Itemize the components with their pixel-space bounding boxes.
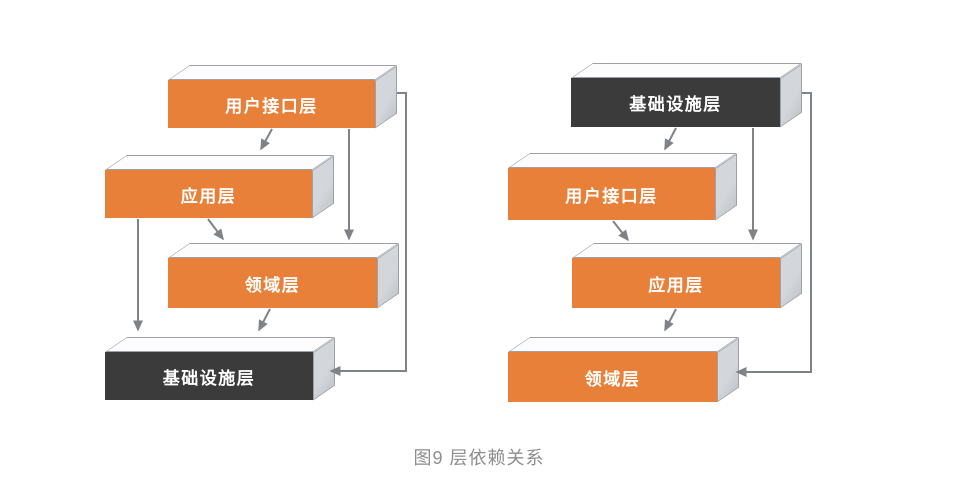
box-top-face — [105, 337, 335, 352]
box-label: 领域层 — [244, 275, 301, 295]
box-front-face: 领域层 — [168, 258, 377, 308]
box-top-face — [572, 243, 802, 258]
right-box-domain-layer: 领域层 — [508, 336, 739, 403]
box-top-face — [508, 337, 739, 352]
box-label: 领域层 — [584, 369, 641, 389]
box-top-face — [571, 63, 802, 78]
arrow-left-user-interface-to-application — [260, 128, 273, 151]
left-box-user-interface-layer: 用户接口层 — [168, 64, 397, 129]
figure-caption: 图9 层依赖关系 — [413, 448, 545, 468]
left-box-application-layer: 应用层 — [105, 154, 334, 219]
right-box-application-layer: 应用层 — [572, 242, 802, 309]
arrow-right-application-to-domain — [664, 308, 677, 332]
box-front-face: 用户接口层 — [508, 168, 715, 220]
box-label: 用户接口层 — [225, 96, 318, 116]
box-label: 应用层 — [180, 186, 237, 206]
left-box-infrastructure-layer: 基础设施层 — [105, 336, 335, 401]
left-box-domain-layer: 领域层 — [168, 242, 399, 309]
box-top-face — [508, 153, 737, 168]
box-front-face: 应用层 — [105, 170, 312, 218]
arrow-left-application-to-domain — [207, 218, 224, 241]
box-top-face — [105, 155, 334, 170]
arrow-right-user-interface-to-application — [612, 220, 629, 242]
box-label: 基础设施层 — [629, 95, 722, 114]
arrow-right-infrastructure-to-domain — [735, 92, 812, 377]
box-label: 基础设施层 — [162, 368, 256, 388]
box-label: 用户接口层 — [565, 186, 658, 206]
arrow-right-infrastructure-to-user-interface — [664, 127, 677, 151]
box-top-face — [168, 65, 397, 80]
box-label: 应用层 — [648, 275, 704, 295]
box-front-face: 基础设施层 — [571, 78, 780, 127]
right-box-infrastructure-layer: 基础设施层 — [571, 62, 802, 128]
arrow-left-domain-to-infrastructure — [258, 308, 271, 332]
box-front-face: 领域层 — [508, 352, 717, 402]
arrow-left-user-interface-to-infrastructure — [329, 92, 407, 376]
box-front-face: 应用层 — [572, 258, 780, 308]
box-front-face: 用户接口层 — [168, 80, 375, 128]
right-box-user-interface-layer: 用户接口层 — [508, 152, 737, 221]
box-top-face — [168, 243, 399, 258]
box-front-face: 基础设施层 — [105, 352, 313, 400]
